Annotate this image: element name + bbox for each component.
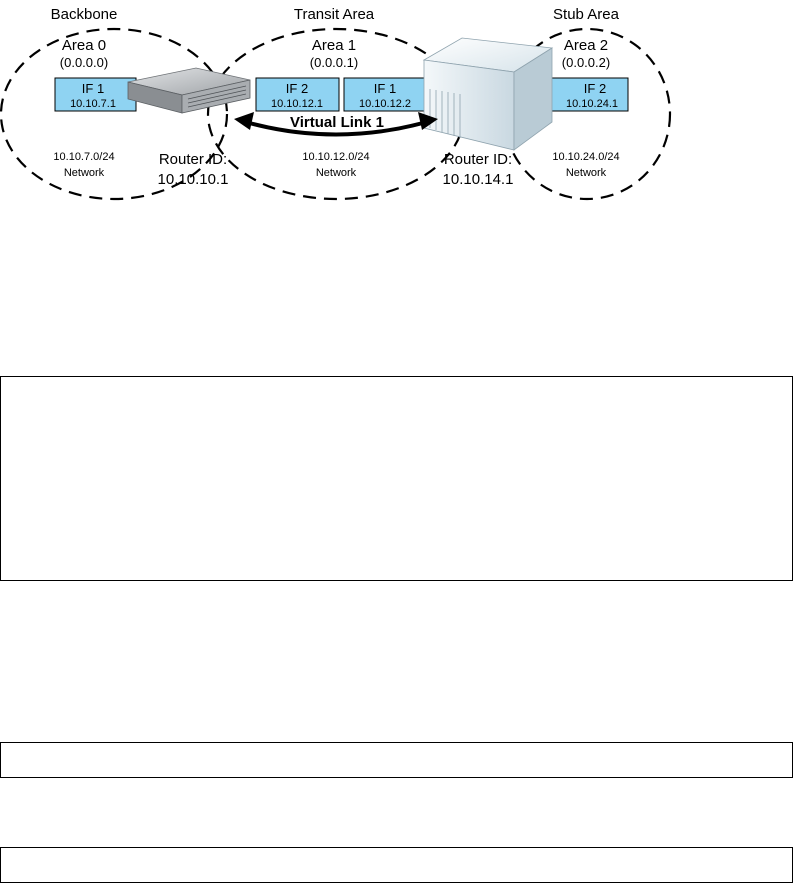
backbone-area-ellipse (0, 27, 229, 201)
router-id-label-1: Router ID: (159, 151, 227, 168)
area-heading-backbone: Backbone (51, 6, 118, 23)
virtual-link-arrow (241, 119, 431, 137)
area-heading-stub: Stub Area (553, 6, 620, 23)
interface-ip-4: 10.10.24.1 (566, 98, 618, 110)
interface-name-4: IF 2 (584, 81, 606, 96)
area-id-0: (0.0.0.0) (60, 55, 108, 70)
router-id-value-2: 10.10.14.1 (443, 171, 514, 188)
interface-ip-3: 10.10.12.2 (359, 98, 411, 110)
interface-box-2 (255, 77, 340, 112)
area-id-1: (0.0.0.1) (310, 55, 358, 70)
ospf-virtual-link-diagram: Backbone Transit Area Stub Area Area 0 (… (0, 6, 672, 201)
virtual-link-label: Virtual Link 1 (290, 114, 384, 131)
network-word-2: Network (566, 167, 607, 179)
network-address-2: 10.10.24.0/24 (552, 151, 619, 163)
virtual-link-arrowhead-right (418, 112, 438, 130)
command-box (0, 742, 793, 778)
router-id-value-1: 10.10.10.1 (158, 171, 229, 188)
interface-box-1 (54, 77, 137, 112)
area-name-0: Area 0 (62, 37, 106, 54)
network-word-0: Network (64, 167, 105, 179)
area-heading-transit: Transit Area (294, 6, 375, 23)
network-address-0: 10.10.7.0/24 (53, 151, 114, 163)
interface-name-1: IF 1 (82, 81, 104, 96)
interface-name-3: IF 1 (374, 81, 396, 96)
command-box (0, 847, 793, 883)
interface-ip-2: 10.10.12.1 (271, 98, 323, 110)
interface-name-2: IF 2 (286, 81, 308, 96)
interface-ip-1: 10.10.7.1 (70, 98, 116, 110)
virtual-link-arrowhead-left (234, 112, 254, 130)
config-code-box (0, 376, 793, 581)
network-word-1: Network (316, 167, 357, 179)
router-chassis-icon (422, 37, 554, 151)
network-address-1: 10.10.12.0/24 (302, 151, 369, 163)
router-id-label-2: Router ID: (444, 151, 512, 168)
router-switch-icon (127, 67, 251, 114)
interface-box-4 (545, 77, 629, 112)
area-name-2: Area 2 (564, 37, 608, 54)
area-id-2: (0.0.0.2) (562, 55, 610, 70)
interface-box-3 (343, 77, 427, 112)
area-name-1: Area 1 (312, 37, 356, 54)
